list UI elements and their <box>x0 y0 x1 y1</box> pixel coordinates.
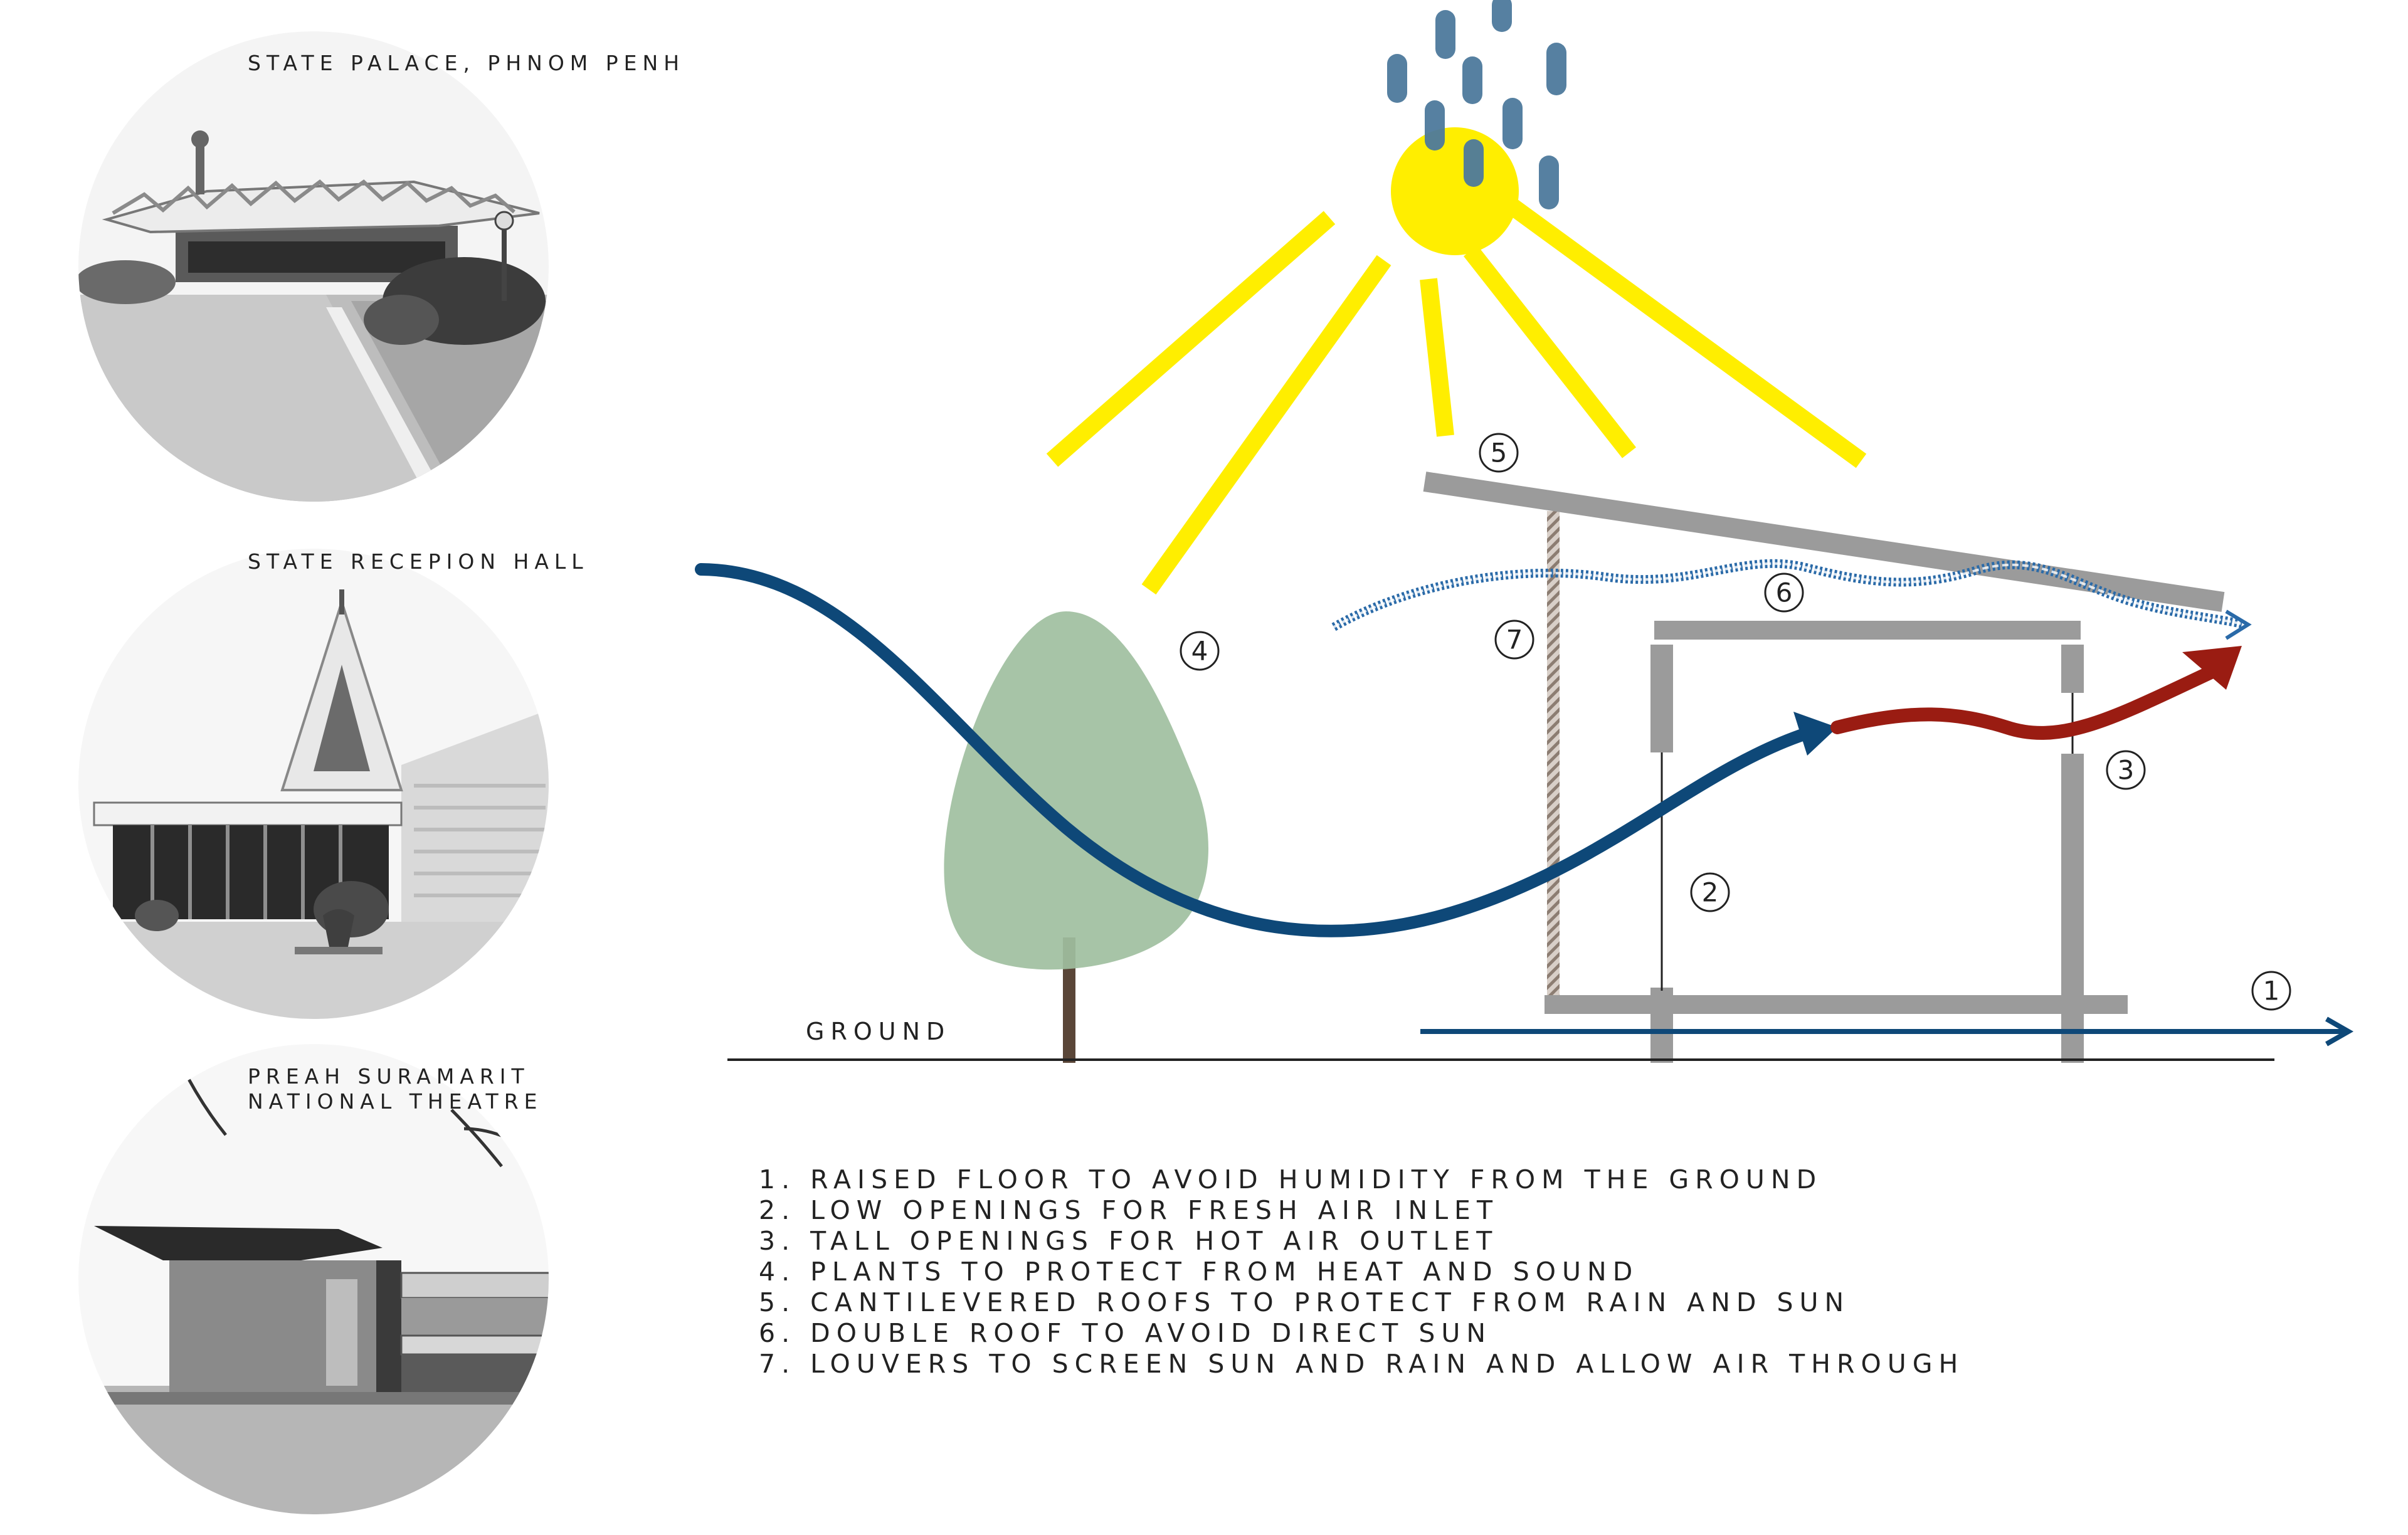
svg-text:2: 2 <box>1702 877 1719 908</box>
svg-text:3: 3 <box>2118 755 2135 786</box>
marker-7: 7 <box>1494 620 1534 660</box>
cool-air-arrow <box>695 563 1837 937</box>
photo-state-reception-hall: STATE RECEPION HALL <box>78 549 589 1019</box>
marker-1: 1 <box>2251 971 2291 1011</box>
rain <box>1387 0 1566 209</box>
legend-item: 5. CANTILEVERED ROOFS TO PROTECT FROM RA… <box>759 1287 1850 1317</box>
photo-caption-1: STATE PALACE, PHNOM PENH <box>248 51 685 75</box>
svg-text:1: 1 <box>2263 976 2280 1006</box>
svg-text:4: 4 <box>1191 636 1208 667</box>
svg-text:5: 5 <box>1491 438 1508 468</box>
tree-canopy <box>944 611 1209 970</box>
sun-ray <box>1420 278 1454 437</box>
legend: 1. RAISED FLOOR TO AVOID HUMIDITY FROM T… <box>759 1164 1964 1379</box>
marker-6: 6 <box>1764 572 1804 613</box>
left-post-upper <box>1650 645 1673 752</box>
ground-label: GROUND <box>806 1018 951 1045</box>
svg-text:6: 6 <box>1776 578 1793 608</box>
photo-caption-3b: NATIONAL THEATRE <box>248 1089 542 1114</box>
sun-ray <box>1141 255 1391 595</box>
marker-2: 2 <box>1690 872 1730 912</box>
outer-roof <box>1423 472 2225 612</box>
photo-caption-3a: PREAH SURAMARIT <box>248 1064 530 1089</box>
sun-ray <box>1492 188 1867 468</box>
sun-ray <box>1046 211 1336 467</box>
raised-floor <box>1545 995 2128 1014</box>
louvers <box>1547 511 1560 1010</box>
house-section <box>1423 472 2225 1063</box>
inner-roof <box>1654 621 2081 640</box>
legend-item: 2. LOW OPENINGS FOR FRESH AIR INLET <box>759 1195 1499 1225</box>
right-post-upper <box>2061 645 2084 693</box>
legend-item: 4. PLANTS TO PROTECT FROM HEAT AND SOUND <box>759 1257 1639 1287</box>
right-post-lower <box>2061 754 2084 1063</box>
double-roof-airflow <box>1331 559 2252 640</box>
sun-ray <box>1463 245 1637 458</box>
photo-national-theatre: PREAH SURAMARIT NATIONAL THEATRE <box>78 1044 549 1514</box>
sun <box>1046 127 1867 595</box>
photo-state-palace: STATE PALACE, PHNOM PENH <box>78 31 685 502</box>
marker-3: 3 <box>2106 750 2146 790</box>
photo-caption-2: STATE RECEPION HALL <box>248 549 589 574</box>
sun-disc <box>1391 127 1519 255</box>
legend-item: 7. LOUVERS TO SCREEN SUN AND RAIN AND AL… <box>759 1349 1964 1379</box>
legend-item: 3. TALL OPENINGS FOR HOT AIR OUTLET <box>759 1226 1498 1256</box>
legend-item: 1. RAISED FLOOR TO AVOID HUMIDITY FROM T… <box>759 1164 1822 1195</box>
svg-text:7: 7 <box>1506 625 1523 655</box>
marker-4: 4 <box>1180 631 1220 671</box>
underfloor-air-arrow <box>1420 1016 2354 1047</box>
marker-5: 5 <box>1479 433 1519 473</box>
legend-item: 6. DOUBLE ROOF TO AVOID DIRECT SUN <box>759 1318 1492 1348</box>
hot-air-arrow <box>1830 646 2242 740</box>
